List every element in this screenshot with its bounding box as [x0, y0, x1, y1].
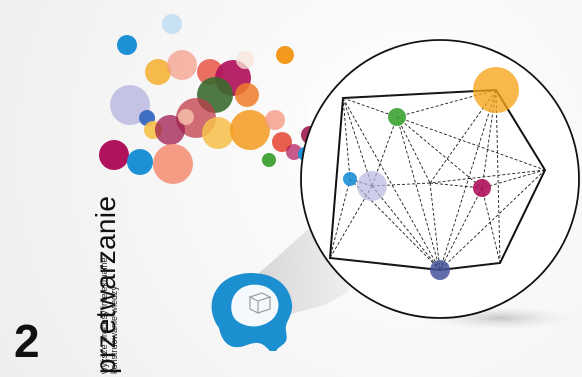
bubble — [167, 50, 197, 80]
magnified-network — [300, 39, 580, 319]
network-node — [430, 260, 450, 280]
bubble — [153, 144, 193, 184]
bubble — [127, 149, 153, 175]
bubble — [162, 14, 182, 34]
bubble — [265, 110, 285, 130]
bubble-cluster — [99, 14, 386, 202]
section-subtitle-line-1: wyższe procesy intelektualne — [99, 257, 109, 374]
cube-icon — [248, 292, 272, 314]
head-profile-icon — [211, 273, 293, 351]
bubble — [178, 109, 194, 125]
bubble — [145, 59, 171, 85]
bubble — [235, 83, 259, 107]
bubble — [117, 35, 137, 55]
brain-outline — [231, 284, 279, 327]
network-node — [357, 171, 387, 201]
network-lens — [300, 39, 580, 319]
network-node — [473, 179, 491, 197]
section-subtitle-line-2: konstruowanie wiedzy — [109, 285, 119, 374]
bubble — [286, 144, 302, 160]
bubble — [272, 132, 292, 152]
bubble — [262, 153, 276, 167]
section-number: 2 — [14, 315, 40, 367]
network-node — [388, 108, 406, 126]
bubble — [155, 115, 185, 145]
bubble — [276, 46, 294, 64]
bubble — [202, 117, 234, 149]
network-node — [473, 67, 519, 113]
network-node — [343, 172, 357, 186]
bubble — [230, 110, 270, 150]
bubble — [236, 51, 254, 69]
network-lines — [329, 89, 546, 271]
bubble — [99, 140, 129, 170]
